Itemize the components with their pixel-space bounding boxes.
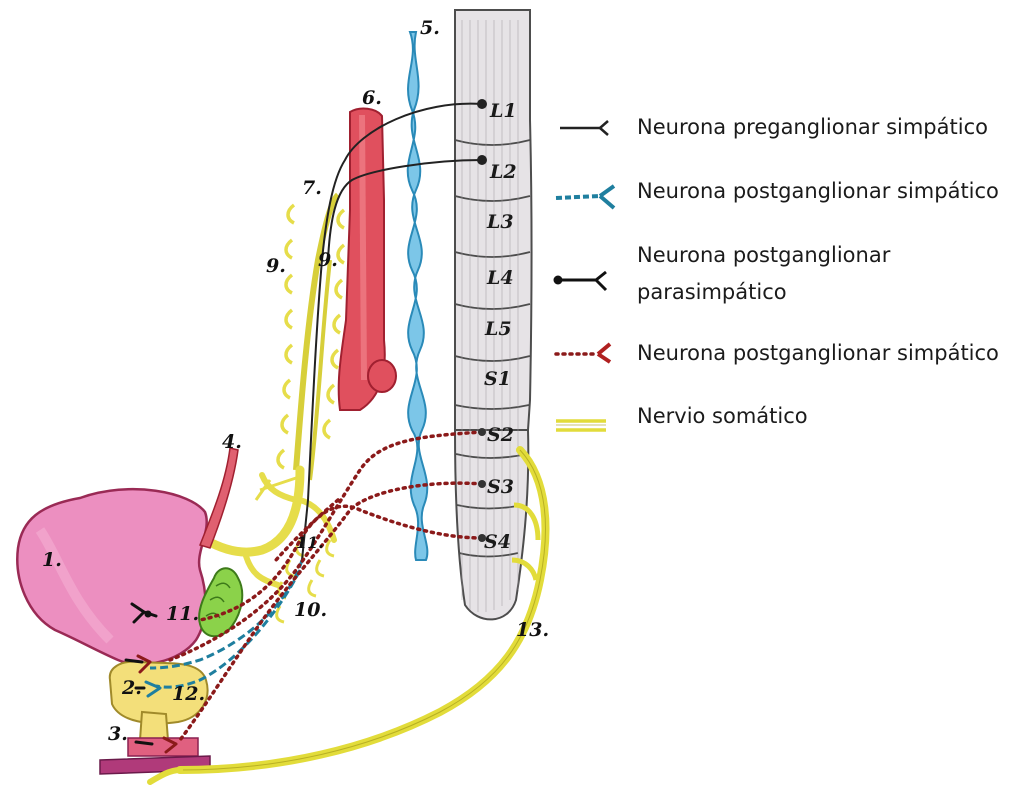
label-aorta: 6. <box>362 87 382 109</box>
label-sympathetic-chain: 5. <box>420 17 440 39</box>
label-pelvic-plexus: 10. <box>294 599 327 621</box>
vertebra-label-l5: L5 <box>484 318 512 340</box>
label-bladder: 1. <box>42 549 62 571</box>
legend-label-somatic: Nervio somático <box>637 401 808 432</box>
label-plexus-ganglion: 11. <box>296 533 324 552</box>
vertebra-label-s3: S3 <box>487 476 514 498</box>
legend-symbol-post-symp-dotted <box>556 344 610 362</box>
legend-symbol-somatic <box>556 421 606 430</box>
legend-label-pre-symp: Neurona preganglionar simpático <box>637 112 988 143</box>
vertebra-label-s2: S2 <box>487 424 514 446</box>
ureter <box>200 448 238 548</box>
vertebra-label-s4: S4 <box>484 531 511 553</box>
scallops-left <box>278 205 294 468</box>
label-hypogastric-right: 9. <box>318 249 338 271</box>
ganglion-body <box>199 568 242 636</box>
l1-neuron-body <box>478 100 486 108</box>
pelvic-ganglion <box>199 568 242 636</box>
aorta-branch <box>368 360 396 392</box>
aorta <box>339 109 396 410</box>
legend-label-post-symp-dotted: Neurona postganglionar simpático <box>637 338 999 369</box>
bladder-body <box>17 489 206 664</box>
label-sphincter: 3. <box>108 723 128 745</box>
label-ending-prostate: 12. <box>172 683 205 705</box>
label-preganglionic: 7. <box>302 177 322 199</box>
label-somatic-nerve: 13. <box>516 619 549 641</box>
legend-label-post-para-2: parasimpático <box>637 277 787 308</box>
label-hypogastric-left: 9. <box>266 255 286 277</box>
legend-symbol-post-para <box>554 272 607 290</box>
vertebra-label-l4: L4 <box>486 267 514 289</box>
legend-symbol-pre-symp <box>560 121 608 135</box>
vertebra-label-s1: S1 <box>484 368 511 390</box>
legend-label-post-para-1: Neurona postganglionar <box>637 240 890 271</box>
vertebra-label-l2: L2 <box>489 161 517 183</box>
legend-symbols <box>554 121 615 430</box>
label-ending-bladder: 11. <box>166 603 199 625</box>
label-prostate: 2. <box>121 677 142 699</box>
label-ureter: 4. <box>222 431 242 453</box>
bladder <box>17 489 206 664</box>
spinal-column: L1 L2 L3 L4 L5 S1 S2 S3 S4 <box>455 10 532 619</box>
legend-label-post-symp: Neurona postganglionar simpático <box>637 176 999 207</box>
preganglionic-ending <box>126 660 142 662</box>
vertebra-label-l3: L3 <box>486 211 514 233</box>
legend-symbol-post-symp <box>556 186 614 208</box>
vertebra-label-l1: L1 <box>489 100 517 122</box>
l2-neuron-body <box>478 156 486 164</box>
